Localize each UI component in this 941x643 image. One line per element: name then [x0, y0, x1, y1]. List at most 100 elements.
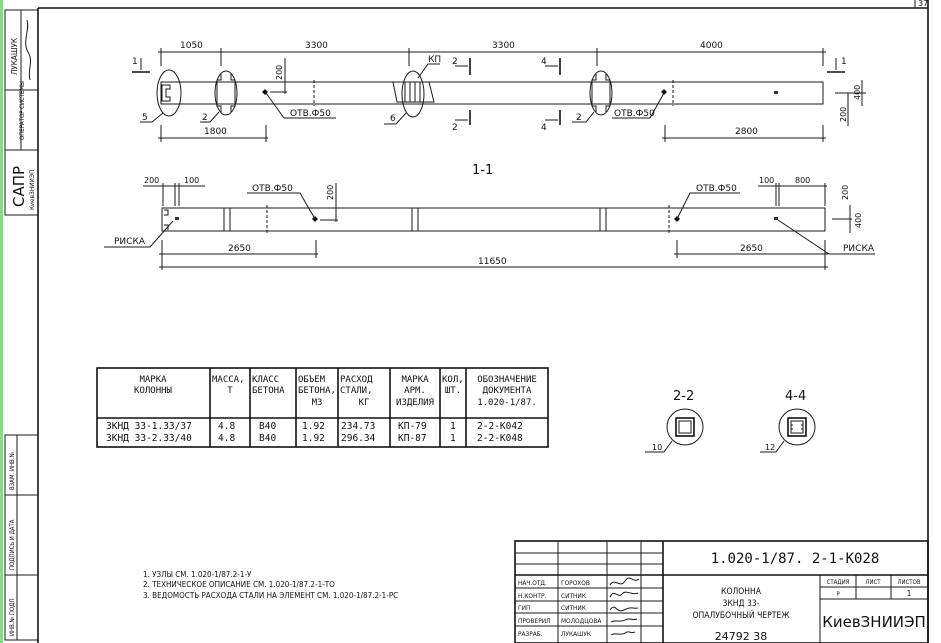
signer-name: МОЛОДЦОВА	[561, 617, 601, 625]
author-signature	[25, 19, 31, 81]
cell: 234.73	[341, 421, 375, 432]
stamp-sapr-org: КиевЗНИИЭП	[28, 170, 36, 210]
header-cell: АРМ.	[404, 386, 426, 396]
header-cell: КЛАСС	[252, 375, 279, 385]
section-mark-1: 1 1	[132, 57, 847, 73]
sheets-value: 1	[907, 589, 912, 598]
node-callout-2	[214, 70, 238, 116]
section-mark-4: 4 4	[541, 57, 561, 133]
header-cell: 1.020-1/87.	[477, 398, 537, 408]
cell: 1	[450, 421, 456, 432]
callout-label: 5	[142, 113, 148, 123]
plan-view: 1050 3300 3300 4000 1800 2800 200 400 20…	[132, 41, 866, 142]
section-1-1: 1-1 200 100 100 800 200 200 400 ОТВ.Ф50	[104, 163, 875, 270]
cell: 1.92	[302, 433, 325, 444]
callout-label: 6	[390, 114, 396, 124]
section-2-2: 2-2 10	[645, 389, 704, 453]
dim-100-left: 100	[184, 176, 199, 185]
signer-name: ЛУКАШУК	[561, 630, 592, 638]
sheet-number: 37	[918, 0, 928, 8]
cell: 1	[450, 433, 456, 444]
header-cell: ШТ.	[445, 386, 461, 396]
callout-label: 12	[765, 443, 775, 452]
callout-label: 10	[652, 443, 662, 452]
document-code: 1.020-1/87. 2-1-К028	[711, 551, 880, 567]
drawing-title-line: ОПАЛУБОЧНЫЙ ЧЕРТЕЖ	[693, 609, 791, 621]
header-cell: КГ	[359, 398, 370, 408]
section-title: 4-4	[785, 389, 806, 404]
header-cell: РАСХОД	[340, 375, 373, 385]
dim-200-vert: 200	[326, 185, 335, 200]
dim-800: 800	[795, 176, 810, 185]
header-cell: М3	[312, 398, 323, 408]
dim-2650-right: 2650	[740, 244, 763, 254]
section-mark-2: 2 2	[452, 57, 471, 133]
section-4-4: 4-4 12	[760, 389, 816, 453]
dim-3300-a: 3300	[305, 41, 328, 51]
sheet-frame: 37	[37, 0, 929, 643]
cell: В40	[259, 421, 276, 432]
cell: КП-87	[398, 433, 427, 444]
header-cell: ИЗДЕЛИЯ	[396, 398, 434, 408]
signatures	[609, 577, 640, 636]
left-stamp-bottom: ВЗАМ. ИНВ.№ ПОДПИСЬ И ДАТА ИНВ.№ ПОДЛ	[4, 434, 39, 641]
header-cell: ОБОЗНАЧЕНИЕ	[477, 375, 537, 385]
dim-4000: 4000	[700, 41, 723, 51]
cell: В40	[259, 433, 276, 444]
header-cell: КОЛ,	[442, 375, 464, 385]
left-stamp-top: ЛУКАШУК ОПЕРАТОР СИСТЕМЫ САПР КиевЗНИИЭП	[4, 9, 39, 216]
dim-2800: 2800	[735, 127, 758, 137]
spec-table: МАРКА КОЛОННЫ МАССА, Т КЛАСС БЕТОНА ОБЪЕ…	[96, 367, 549, 448]
header-cell: Т	[227, 386, 233, 396]
dim-2650-left: 2650	[228, 244, 251, 254]
section-title: 2-2	[673, 389, 694, 404]
signer-name: СИТНИК	[561, 592, 587, 600]
dim-100-right: 100	[759, 176, 774, 185]
stamp-operator: ОПЕРАТОР СИСТЕМЫ	[19, 81, 26, 140]
cell: 2-2-К048	[477, 433, 523, 444]
dim-200-left: 200	[144, 176, 159, 185]
section-mark-label: 4	[541, 57, 547, 67]
cell: 4.8	[218, 421, 235, 432]
header-cell: ОБЪЕМ	[298, 375, 326, 385]
header-cell: БЕТОНА	[252, 386, 285, 396]
cell: 1.92	[302, 421, 325, 432]
header-cell: МАССА,	[212, 375, 245, 385]
sheet-label: ЛИСТ	[865, 579, 881, 586]
callout-label: 2	[576, 113, 582, 123]
header-cell: ДОКУМЕНТА	[483, 386, 532, 396]
dim-200-side: 200	[839, 107, 848, 122]
table-row: 3КНД 33-1.33/37 4.8 В40 1.92 234.73 КП-7…	[106, 421, 523, 432]
note-item: 1. УЗЛЫ СМ. 1.020-1/87.2-1-У	[143, 570, 252, 579]
stage-value: Р	[836, 591, 840, 598]
notes: 1. УЗЛЫ СМ. 1.020-1/87.2-1-У 2. ТЕХНИЧЕС…	[143, 570, 398, 600]
table-row: 3КНД 33-2.33/40 4.8 В40 1.92 296.34 КП-8…	[106, 433, 523, 444]
stamp-vzam-inv: ВЗАМ. ИНВ.№	[9, 452, 16, 490]
column-elevation	[161, 207, 826, 232]
cell: 3КНД 33-1.33/37	[106, 421, 192, 432]
header-cell: СТАЛИ,	[340, 386, 373, 396]
column-outline	[160, 81, 824, 105]
stamp-podpis-data: ПОДПИСЬ И ДАТА	[9, 519, 16, 570]
signer-role: НАЧ.ОТД.	[518, 579, 547, 587]
section-title: 1-1	[472, 163, 493, 178]
dim-200-right: 200	[841, 185, 850, 200]
hole-label-right: ОТВ.Ф50	[614, 109, 655, 119]
drawing-title-line: КОЛОННА	[721, 587, 762, 597]
riska-label-left: РИСКА	[114, 237, 146, 247]
scan-edge	[0, 0, 3, 643]
cell: 3КНД 33-2.33/40	[106, 433, 192, 444]
callout-label: 2	[202, 113, 208, 123]
organization-name: КиевЗНИИЭП	[822, 613, 926, 631]
cell: КП-79	[398, 421, 427, 432]
signer-name: СИТНИК	[561, 604, 587, 612]
header-cell: МАРКА	[401, 375, 429, 385]
hole-label-right: ОТВ.Ф50	[696, 184, 737, 194]
cell: 4.8	[218, 433, 235, 444]
header-cell: МАРКА	[139, 375, 167, 385]
stamp-author: ЛУКАШУК	[10, 38, 19, 75]
sheets-label: ЛИСТОВ	[897, 579, 920, 586]
signer-name: ГОРОХОВ	[561, 579, 590, 587]
header-cell: КОЛОННЫ	[134, 386, 172, 396]
